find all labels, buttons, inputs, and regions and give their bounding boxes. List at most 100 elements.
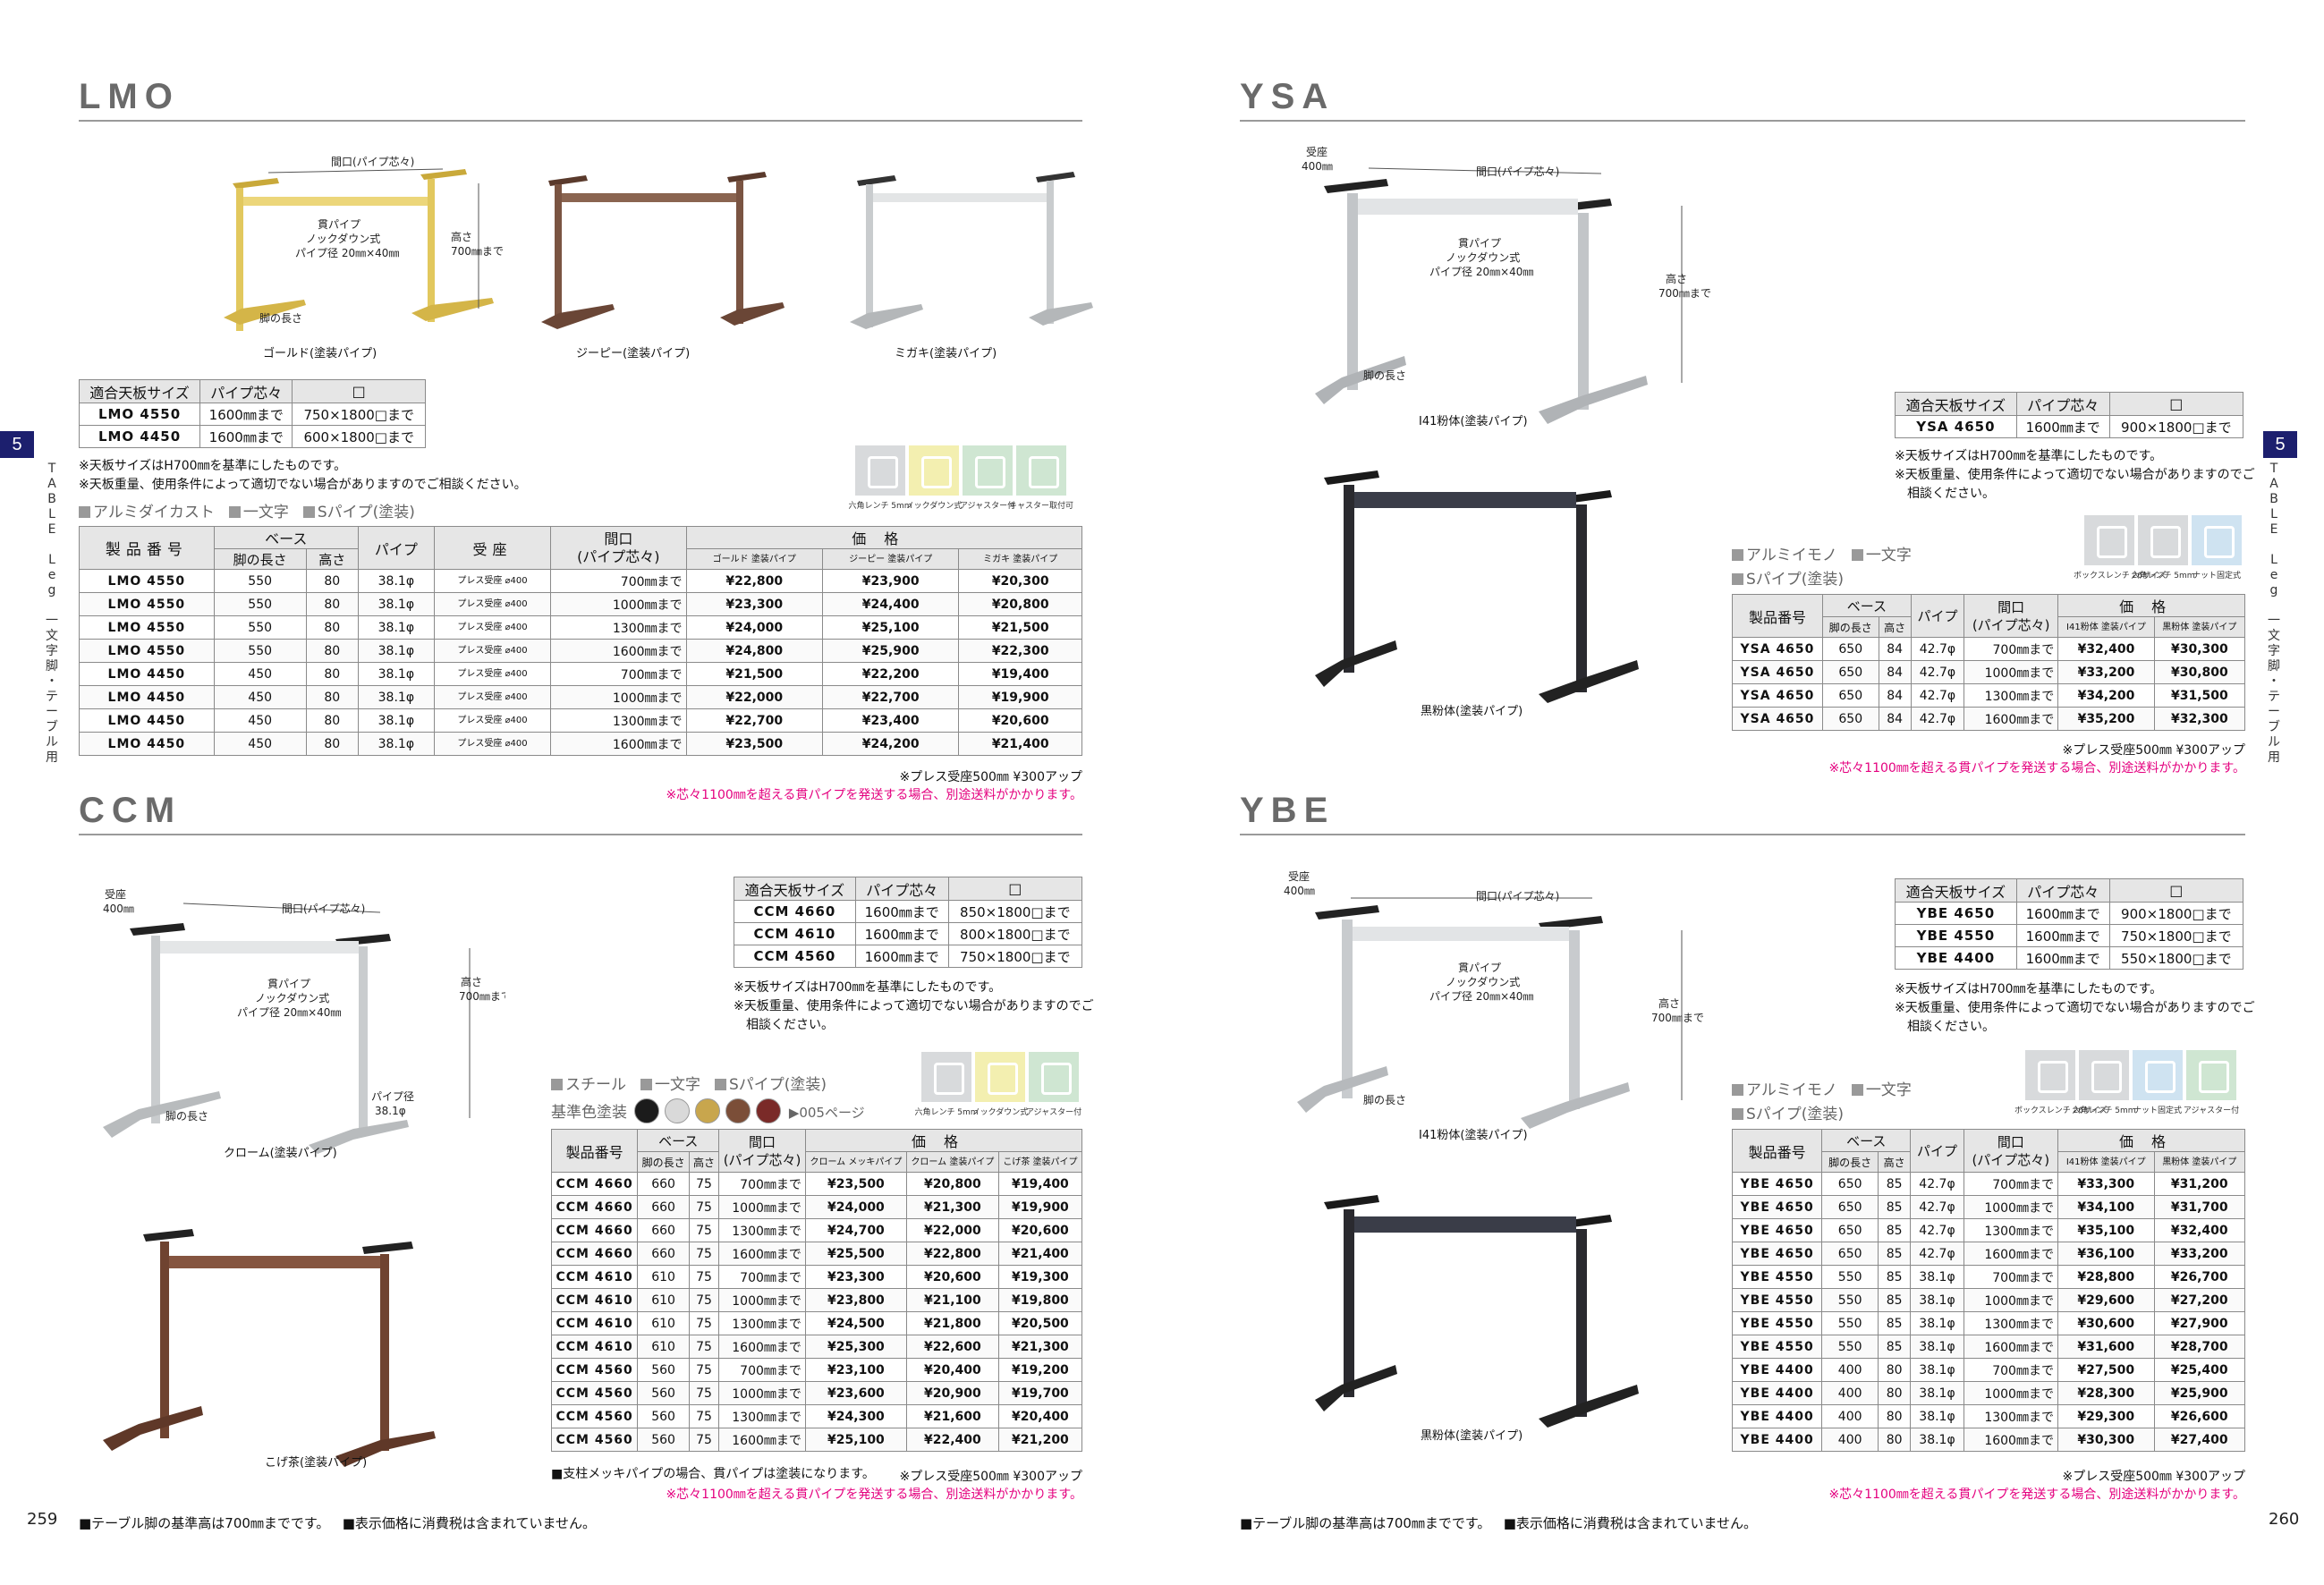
ybe-price-table: 製品番号 ベース パイプ 間口(パイプ芯々) 価格 脚の長さ 高さ I41粉体 … bbox=[1731, 1129, 2246, 1452]
table-cell: 550 bbox=[213, 639, 307, 663]
table-cell: LMO 4450 bbox=[79, 708, 215, 733]
table-cell: 42.7φ bbox=[1910, 1172, 1964, 1196]
ccm-base-color-label: 基準色塗装 bbox=[551, 1104, 627, 1122]
lmo-note-press: ※プレス受座500㎜ ¥300アップ bbox=[899, 770, 1082, 784]
ccm-price-header-code: 製品番号 bbox=[550, 1129, 639, 1173]
material-item: Sパイプ(塗装) bbox=[715, 1076, 827, 1094]
table-cell-ukeza: プレス受座 ⌀400 bbox=[433, 732, 552, 756]
feature-icon bbox=[2084, 515, 2134, 565]
table-cell: CCM 4610 bbox=[550, 1335, 639, 1359]
table-cell: LMO 4450 bbox=[79, 662, 215, 686]
table-cell: ¥19,900 bbox=[997, 1195, 1083, 1219]
feature-icon-label: 六角レンチ 5mm bbox=[848, 502, 912, 511]
table-cell: 1300㎜まで bbox=[1963, 1311, 2058, 1335]
table-cell: LMO 4550 bbox=[78, 403, 201, 426]
table-cell: 650 bbox=[1821, 1172, 1879, 1196]
ysa-price-table: 製品番号 ベース パイプ 間口(パイプ芯々) 価格 脚の長さ 高さ I41粉体 … bbox=[1732, 594, 2246, 731]
table-cell: 85 bbox=[1877, 1195, 1912, 1219]
ccm-price-table: 製品番号 ベース 間口(パイプ芯々) 価格 脚の長さ 高さ クローム メッキパイ… bbox=[550, 1129, 1083, 1452]
table-cell: LMO 4450 bbox=[78, 425, 201, 448]
ysa-price-header-pipe: パイプ bbox=[1910, 594, 1965, 638]
table-cell: ¥19,900 bbox=[958, 685, 1082, 709]
material-label: アルミダイカスト bbox=[93, 504, 215, 521]
ccm-caption-chrome: クローム(塗装パイプ) bbox=[224, 1147, 337, 1160]
table-cell: 75 bbox=[688, 1218, 720, 1242]
price-header-maguchi: 間口(パイプ芯々) bbox=[550, 526, 687, 570]
table-cell: 650 bbox=[1821, 660, 1879, 684]
ysa-price-col-1-label: I41粉体 塗装パイプ bbox=[2066, 622, 2146, 632]
ybe-price-header-code: 製品番号 bbox=[1731, 1129, 1823, 1173]
side-tab-char: ブ bbox=[2268, 720, 2280, 734]
table-cell: 450 bbox=[213, 708, 307, 733]
table-cell: 1000㎜まで bbox=[718, 1195, 806, 1219]
table-cell: ¥31,600 bbox=[2057, 1335, 2155, 1359]
table-cell: YBE 4650 bbox=[1895, 902, 2017, 925]
table-cell: 850×1800□まで bbox=[947, 900, 1083, 923]
table-cell: 80 bbox=[305, 615, 359, 640]
material-item: 一文字 bbox=[228, 504, 289, 521]
table-cell: 800×1800□まで bbox=[947, 922, 1083, 945]
ukeza-text: プレス受座 ⌀400 bbox=[457, 576, 528, 586]
table-cell: 650 bbox=[1821, 1242, 1879, 1266]
table-cell: ¥21,200 bbox=[997, 1428, 1083, 1452]
feature-icon-label: アジャスター付 bbox=[959, 502, 1016, 511]
table-cell: 700㎜まで bbox=[1964, 637, 2059, 661]
table-cell: 42.7φ bbox=[1910, 1218, 1964, 1242]
ysa-price-col-2-label: 黒粉体 塗装パイプ bbox=[2162, 622, 2237, 632]
table-cell: 80 bbox=[305, 592, 359, 616]
table-cell: ¥27,400 bbox=[2153, 1428, 2246, 1452]
material-label: 一文字 bbox=[1865, 1081, 1912, 1099]
side-tab-char: ル bbox=[2268, 735, 2280, 750]
ccm-chrome-leg-image: 受座 400㎜ 間口(パイプ芯々) 高さ 700㎜まで 貫パイプ ノックダウン式… bbox=[103, 887, 505, 1154]
table-cell: 1600㎜まで bbox=[2015, 902, 2110, 925]
ybe-caption-black: 黒粉体(塗装パイプ) bbox=[1421, 1429, 1523, 1443]
table-cell-ukeza: プレス受座 ⌀400 bbox=[433, 708, 552, 733]
table-cell: 1000㎜まで bbox=[550, 592, 687, 616]
side-tab-char: 字 bbox=[2268, 644, 2280, 658]
table-cell: 85 bbox=[1877, 1311, 1912, 1335]
feature-icon-glyph bbox=[2091, 1061, 2122, 1093]
ccm-title: CCM bbox=[79, 791, 182, 830]
side-tab-char: 文 bbox=[46, 629, 58, 643]
side-tab-char: 一 bbox=[46, 614, 58, 628]
lmo-price-col-gold-label: ゴールド 塗装パイプ bbox=[712, 554, 796, 564]
price-header-price: 価格 bbox=[685, 526, 1083, 549]
ccm-page-ref[interactable]: ▶005ページ bbox=[788, 1105, 865, 1121]
ccm-price-col-1: クローム メッキパイプ bbox=[804, 1151, 907, 1173]
table-cell: 700㎜まで bbox=[1963, 1358, 2058, 1382]
table-cell: 700㎜まで bbox=[1963, 1265, 2058, 1289]
ccm-base-colors: 基準色塗装 ▶005ページ bbox=[551, 1098, 865, 1123]
side-tab-char: ー bbox=[46, 705, 58, 719]
table-cell: 1600㎜まで bbox=[718, 1335, 806, 1359]
table-cell: 750×1800□まで bbox=[947, 945, 1083, 968]
table-cell: YBE 4550 bbox=[1895, 924, 2017, 947]
ybe-note-shipping: ※芯々1100㎜を超える貫パイプを発送する場合、別途送料がかかります。 bbox=[1828, 1488, 2245, 1502]
table-cell: ¥22,000 bbox=[685, 685, 823, 709]
table-cell: YSA 4650 bbox=[1732, 637, 1823, 661]
ybe-price-header-leg: 脚の長さ bbox=[1821, 1151, 1879, 1173]
table-cell: 1600㎜まで bbox=[718, 1242, 806, 1266]
table-cell: 750×1800□まで bbox=[292, 403, 426, 426]
ysa-note-weight-b: 相談ください。 bbox=[1907, 487, 1995, 501]
table-cell: 38.1φ bbox=[1910, 1265, 1964, 1289]
table-cell: ¥24,500 bbox=[804, 1311, 907, 1335]
ysa-dim-ashi: 脚の長さ bbox=[1363, 369, 1406, 382]
ccm-price-col-3: こげ茶 塗装パイプ bbox=[997, 1151, 1083, 1173]
page-number-left: 259 bbox=[27, 1510, 58, 1529]
ccm-price-header-maguchi-b: (パイプ芯々) bbox=[723, 1151, 802, 1168]
table-cell: YSA 4650 bbox=[1732, 660, 1823, 684]
ysa-title: YSA bbox=[1240, 77, 1336, 116]
side-tab-char: ブ bbox=[46, 720, 58, 734]
table-cell: 560 bbox=[637, 1404, 690, 1428]
table-cell: 650 bbox=[1821, 1218, 1879, 1242]
ccm-base-color-swatches bbox=[632, 1098, 784, 1123]
table-cell: LMO 4550 bbox=[79, 592, 215, 616]
ccm-dim-pipe-value: 38.1φ bbox=[375, 1105, 406, 1117]
ybe-size-header-size: 適合天板サイズ bbox=[1895, 878, 2017, 903]
